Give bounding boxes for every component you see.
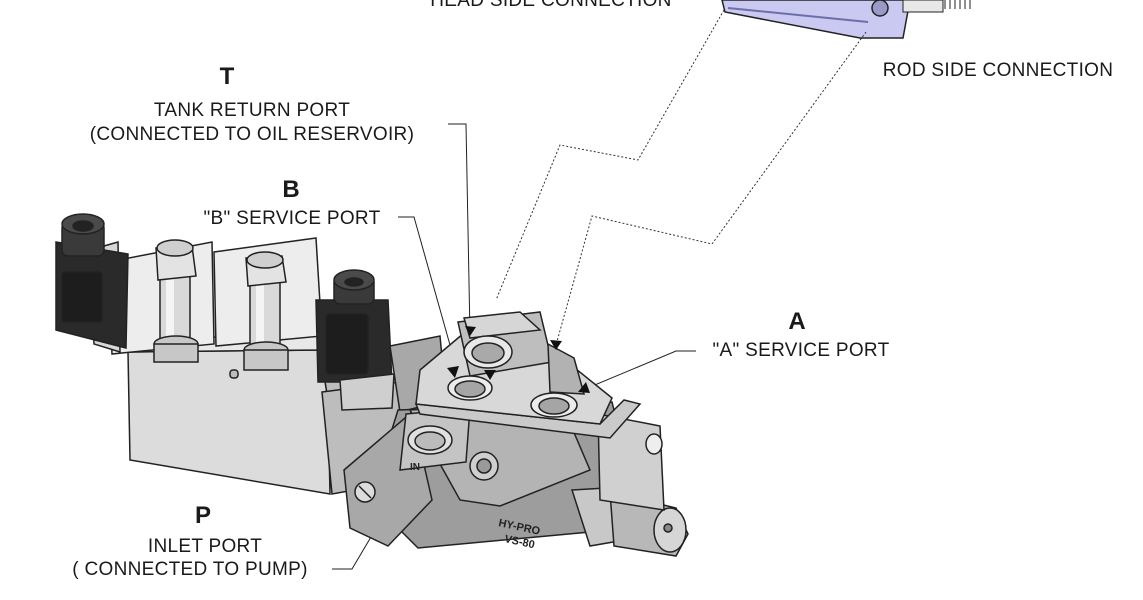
valve-body [343, 399, 689, 557]
solenoid-tube-left [153, 239, 199, 363]
a-port-letter: A [788, 308, 806, 335]
hose-lines [495, 9, 867, 346]
tank-port-label-line1: TANK RETURN PORT [153, 100, 351, 121]
solenoid-tube-right [243, 251, 289, 371]
rod-side-connection-label: ROD SIDE CONNECTION [882, 60, 1114, 81]
inlet-marking: IN [410, 462, 420, 473]
port-arrows [447, 326, 590, 393]
inlet-port-label-line1: INLET PORT [147, 536, 263, 557]
left-solenoid-connector-icon [55, 213, 129, 349]
head-side-connection-label: HEAD SIDE CONNECTION [430, 0, 672, 11]
right-solenoid-connector-icon [315, 269, 393, 383]
inlet-port-label-line2: ( CONNECTED TO PUMP) [72, 559, 308, 580]
b-port-letter: B [282, 176, 300, 203]
a-port-label: "A" SERVICE PORT [712, 340, 890, 361]
b-port-label: "B" SERVICE PORT [203, 208, 381, 229]
top-port-block [414, 311, 642, 439]
tank-port-letter: T [219, 63, 235, 90]
hydraulic-cylinder [721, 0, 971, 39]
p-port-letter: P [194, 502, 211, 529]
tank-port-label-line2: (CONNECTED TO OIL RESERVOIR) [89, 124, 415, 145]
